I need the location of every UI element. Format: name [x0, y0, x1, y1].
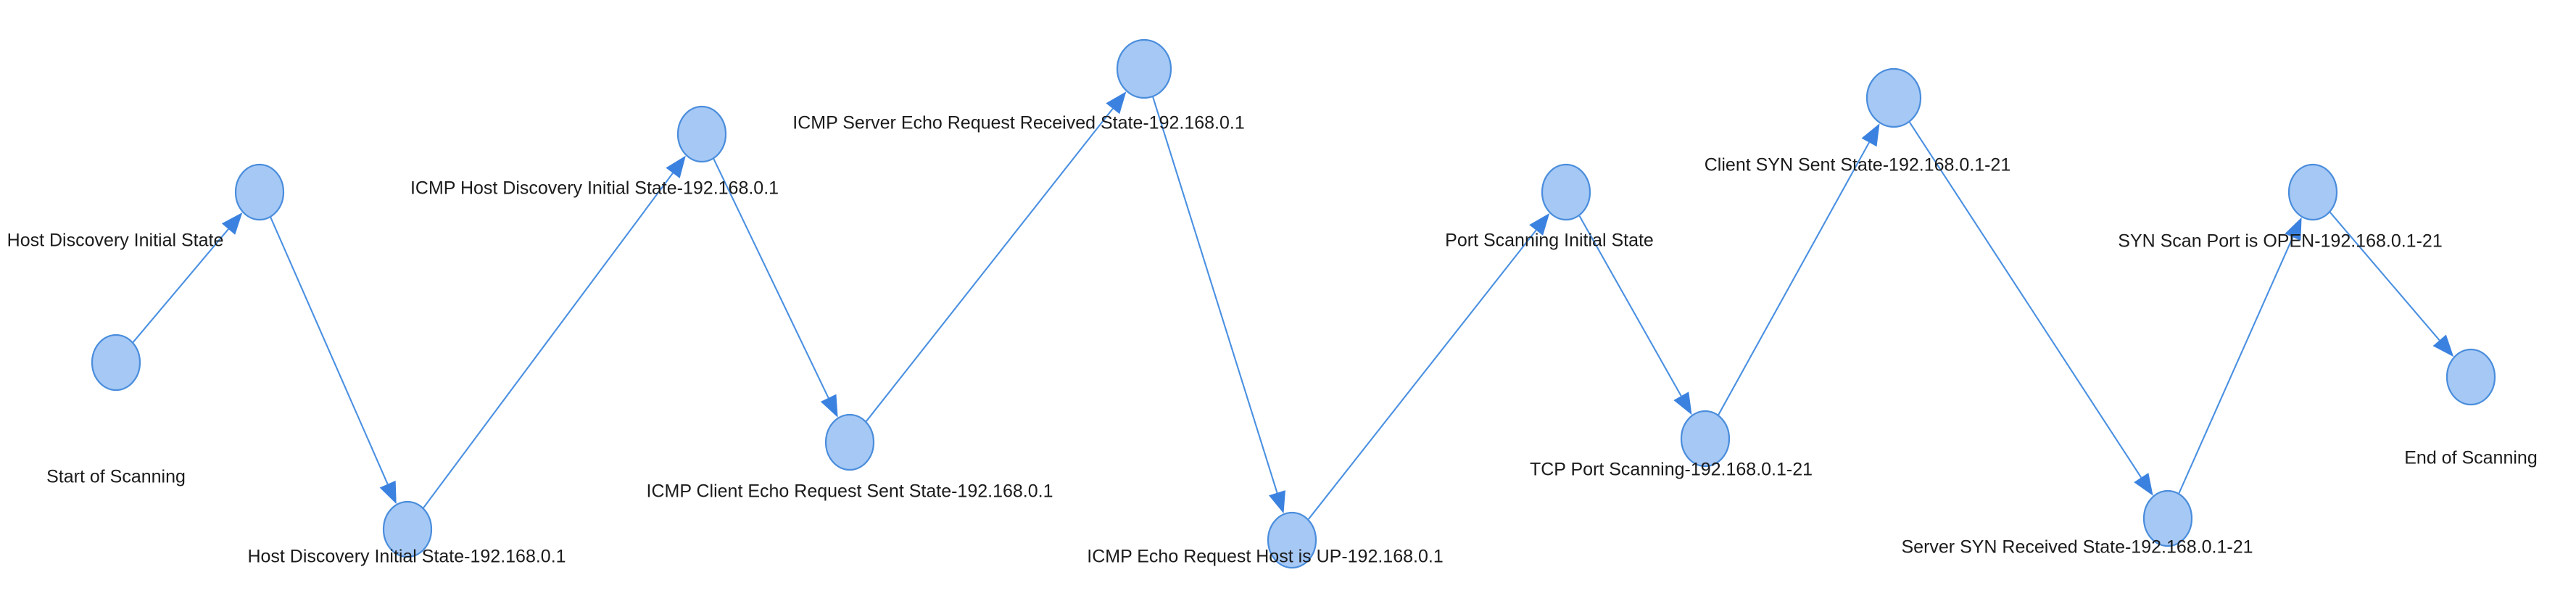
- node-start[interactable]: [91, 334, 141, 392]
- node-label-ps_init: Port Scanning Initial State: [1445, 230, 1654, 251]
- node-server_syn[interactable]: [2142, 489, 2193, 547]
- arrowhead-icmp_server_echo-to-icmp_host_up: [1269, 490, 1285, 514]
- edge-hd_init-to-hd_init_ip: [270, 217, 389, 485]
- node-hd_init_ip[interactable]: [382, 500, 433, 558]
- node-client_syn[interactable]: [1865, 67, 1922, 128]
- edge-start-to-hd_init: [132, 228, 229, 343]
- node-label-client_syn: Client SYN Sent State-192.168.0.1-21: [1704, 154, 2011, 175]
- node-label-icmp_hd_init: ICMP Host Discovery Initial State-192.16…: [410, 178, 779, 199]
- node-label-start: Start of Scanning: [46, 466, 186, 487]
- edge-icmp_hd_init-to-icmp_client_echo: [713, 158, 829, 399]
- node-label-syn_open: SYN Scan Port is OPEN-192.168.0.1-21: [2118, 231, 2443, 252]
- node-icmp_client_echo[interactable]: [824, 413, 875, 471]
- arrowhead-hd_init-to-hd_init_ip: [379, 480, 397, 505]
- node-label-icmp_host_up: ICMP Echo Request Host is UP-192.168.0.1: [1087, 546, 1444, 567]
- arrowhead-ps_init-to-tcp_ps: [1673, 392, 1692, 415]
- node-end[interactable]: [2445, 348, 2496, 406]
- node-icmp_server_echo[interactable]: [1116, 38, 1172, 99]
- node-ps_init[interactable]: [1541, 163, 1591, 221]
- node-icmp_host_up[interactable]: [1267, 511, 1317, 569]
- arrowhead-icmp_hd_init-to-icmp_client_echo: [820, 394, 838, 418]
- edge-ps_init-to-tcp_ps: [1578, 215, 1682, 397]
- node-label-icmp_client_echo: ICMP Client Echo Request Sent State-192.…: [646, 481, 1053, 502]
- node-syn_open[interactable]: [2287, 163, 2338, 221]
- edge-server_syn-to-syn_open: [2178, 236, 2294, 494]
- node-label-end: End of Scanning: [2404, 447, 2538, 468]
- arrowhead-syn_open-to-end: [2432, 334, 2454, 357]
- node-label-tcp_ps: TCP Port Scanning-192.168.0.1-21: [1529, 459, 1813, 480]
- node-label-hd_init: Host Discovery Initial State: [7, 230, 224, 251]
- node-label-hd_init_ip: Host Discovery Initial State-192.168.0.1: [247, 546, 566, 567]
- edge-icmp_server_echo-to-icmp_host_up: [1152, 96, 1278, 493]
- nodes-layer: [91, 38, 2496, 569]
- edge-client_syn-to-server_syn: [1908, 121, 2142, 479]
- edge-tcp_ps-to-client_syn: [1718, 141, 1870, 415]
- node-tcp_ps[interactable]: [1680, 410, 1731, 468]
- arrowhead-tcp_ps-to-client_syn: [1861, 123, 1880, 147]
- arrowhead-icmp_client_echo-to-icmp_server_echo: [1106, 91, 1127, 115]
- edge-icmp_host_up-to-ps_init: [1307, 229, 1537, 520]
- node-hd_init[interactable]: [234, 163, 285, 221]
- node-label-icmp_server_echo: ICMP Server Echo Request Received State-…: [792, 112, 1245, 133]
- edge-hd_init_ip-to-icmp_hd_init: [423, 173, 674, 508]
- arrowhead-hd_init_ip-to-icmp_hd_init: [666, 155, 686, 178]
- arrowhead-start-to-hd_init: [221, 212, 243, 235]
- arrowhead-client_syn-to-server_syn: [2134, 473, 2153, 496]
- node-icmp_hd_init[interactable]: [676, 105, 727, 163]
- node-label-server_syn: Server SYN Received State-192.168.0.1-21: [1901, 537, 2253, 558]
- edge-icmp_client_echo-to-icmp_server_echo: [865, 108, 1114, 422]
- arrowhead-server_syn-to-syn_open: [2285, 217, 2302, 241]
- edges-layer: [132, 91, 2454, 520]
- edge-syn_open-to-end: [2329, 212, 2440, 342]
- arrowhead-icmp_host_up-to-ps_init: [1529, 212, 1550, 236]
